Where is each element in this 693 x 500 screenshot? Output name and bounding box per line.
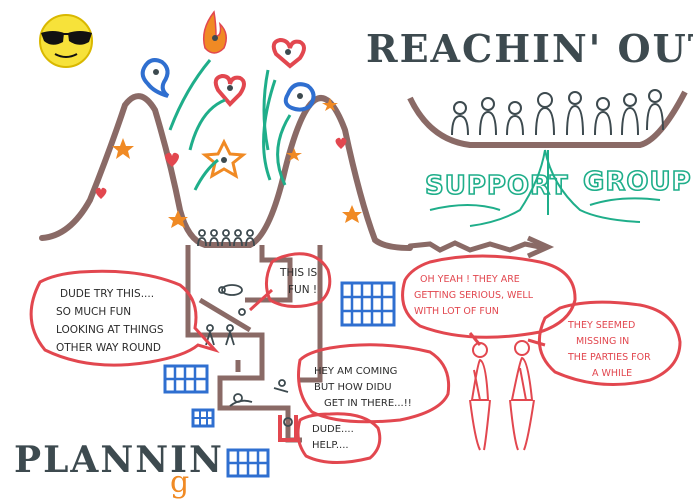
arrow-head-icon — [526, 235, 555, 259]
sunglasses-smiley-icon — [39, 14, 93, 68]
page-title: REACHIN' OUT — [366, 26, 693, 71]
speech-bubble-missing — [527, 300, 682, 386]
couple-figures-icon — [469, 340, 535, 451]
heart-icon — [271, 37, 306, 69]
maze — [185, 245, 323, 443]
arrow-icon — [168, 59, 292, 191]
life-path-curve — [39, 93, 413, 251]
bubble-dude-help-text: DUDE.... HELP.... — [312, 424, 357, 451]
bubble-hey-coming-text: HEY AM COMING BUT HOW DIDU GET IN THERE.… — [314, 366, 412, 409]
bubble-missing-text: THEY SEEMED MISSING IN THE PARTIES FOR A… — [567, 320, 654, 379]
blue-bubble-icon — [283, 82, 316, 112]
calendar-grid-icon — [163, 281, 396, 478]
bubble-dude-try-text: DUDE TRY THIS.... SO MUCH FUN LOOKING AT… — [56, 288, 167, 354]
heart-icon — [213, 73, 246, 107]
star-icon — [201, 138, 247, 180]
speech-bubble-hey-coming — [297, 343, 451, 424]
person-icon — [205, 284, 289, 407]
bubble-this-is-fun-text: THIS IS FUN ! — [279, 267, 321, 296]
person-in-trouble-icon — [278, 415, 298, 442]
planning-title-suffix: g — [170, 465, 191, 500]
planning-title: PLANNIN — [14, 439, 224, 481]
support-group-tree: SUPPORT GROUP — [407, 89, 692, 227]
speech-bubble-dude-try — [29, 269, 220, 367]
star-icon — [112, 98, 362, 228]
blue-bubble-icon — [140, 58, 170, 98]
arrow-icon — [407, 240, 543, 253]
speech-bubble-this-is-fun — [248, 252, 332, 312]
support-label: SUPPORT — [425, 171, 569, 201]
people-group-icon — [197, 229, 255, 247]
bubble-oh-yeah-text: OH YEAH ! THEY ARE GETTING SERIOUS, WELL… — [414, 274, 536, 317]
speech-bubble-dude-help — [296, 412, 382, 465]
flame-icon — [202, 10, 227, 54]
heart-icon — [95, 137, 347, 199]
group-label: GROUP — [583, 167, 692, 197]
